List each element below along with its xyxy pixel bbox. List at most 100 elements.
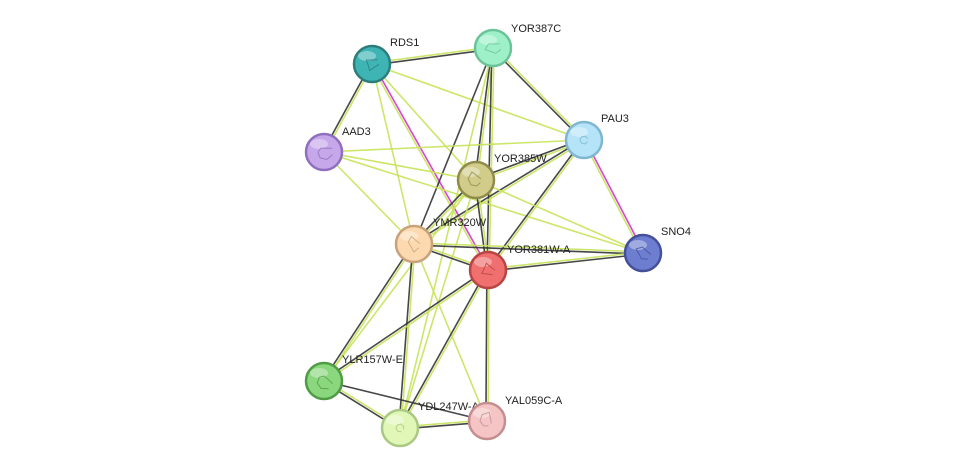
edge-yor387c-yor381w-a[interactable] [486,47,495,271]
edge-textmining-line [324,244,416,383]
edge-experiment-line [372,63,490,270]
node-pau3[interactable]: PAU3 [564,113,629,160]
node-circle [564,120,604,160]
node-yor387c[interactable]: YOR387C [473,23,561,68]
edge-coexpression-line [372,48,494,66]
node-highlight [358,51,376,61]
edge-textmining-line [493,46,586,140]
edge-textmining-line [370,64,488,271]
edge-textmining-line [371,46,493,64]
edge-textmining-line [371,63,415,245]
node-circle [473,28,513,68]
edge-textmining-line [371,63,585,141]
protein-structure-icon [481,262,496,276]
protein-structure-icon [316,375,333,390]
edge-coexpression-line [323,380,488,422]
edge-ymr320w-yal059c-a[interactable] [413,243,488,422]
edge-yor381w-a-yal059c-a[interactable] [485,269,490,422]
edge-experiment-line [584,139,645,253]
protein-structure-icon [365,59,380,72]
edge-rds1-ymr320w[interactable] [371,63,415,245]
edge-textmining-line [487,251,643,270]
edge-coexpression-line [488,253,644,272]
edge-yor385w-sno4[interactable] [475,179,644,254]
node-label: RDS1 [390,37,419,49]
edge-ylr157w-e-yal059c-a[interactable] [323,380,488,422]
edge-yor381w-a-ylr157w-e[interactable] [322,268,490,383]
node-highlight [479,35,497,45]
edge-yor387c-pau3[interactable] [491,46,586,142]
node-highlight [310,139,328,149]
edge-textmining-line [399,47,494,429]
node-highlight [570,127,588,137]
protein-structure-icon [635,246,652,260]
edge-coexpression-line [398,269,488,428]
node-highlight [386,415,404,425]
node-sno4[interactable]: SNO4 [623,226,691,273]
edge-textmining-line [324,270,490,383]
node-rds1[interactable]: RDS1 [352,37,419,84]
node-label: YOR387C [511,23,561,35]
edge-textmining-line [582,140,643,254]
node-circle [394,224,434,264]
node-circle [352,44,392,84]
edge-yor387c-ydl247w-a[interactable] [399,47,494,429]
edge-coexpression-line [322,242,414,381]
edge-pau3-sno4[interactable] [582,139,645,254]
node-label: YMR320W [433,217,487,229]
node-label: YLR157W-E [342,354,403,366]
edge-textmining-line [323,179,477,382]
edge-yor385w-ylr157w-e[interactable] [323,179,477,382]
edge-textmining-line [414,242,644,253]
node-yor381w-a[interactable]: YOR381W-A [468,244,571,290]
edge-rds1-yor387c[interactable] [371,46,494,66]
protein-structure-icon [479,411,492,427]
edge-aad3-ymr320w[interactable] [323,151,415,245]
node-highlight [310,368,328,378]
node-aad3[interactable]: AAD3 [304,126,371,172]
protein-structure-icon [395,423,405,433]
protein-structure-icon [579,135,589,145]
edge-aad3-pau3[interactable] [323,139,585,153]
edge-coexpression-line [491,48,584,142]
edge-coexpression-line [398,243,414,428]
edge-textmining-line [400,244,416,429]
node-circle [623,233,663,273]
node-ylr157w-e[interactable]: YLR157W-E [304,354,403,401]
node-ymr320w[interactable]: YMR320W [394,217,487,264]
edge-ymr320w-ylr157w-e[interactable] [322,242,416,383]
node-label: YDL247W-A [418,401,480,413]
protein-structure-icon [317,147,333,161]
edge-coexpression-line [485,269,488,421]
node-circle [380,408,420,448]
edge-ymr320w-sno4[interactable] [413,242,644,255]
edge-textmining-line [488,48,495,271]
edge-yor381w-a-ydl247w-a[interactable] [398,269,490,429]
edge-aad3-yor385w[interactable] [323,151,477,181]
node-yal059c-a[interactable]: YAL059C-A [467,395,563,441]
node-ydl247w-a[interactable]: YDL247W-A [380,401,480,448]
edge-coexpression-line [474,47,493,180]
edge-ymr320w-ydl247w-a[interactable] [398,243,416,429]
node-label: YAL059C-A [505,395,563,407]
edge-rds1-yor381w-a[interactable] [370,63,490,271]
node-label: PAU3 [601,113,629,125]
node-circle [304,132,344,172]
node-yor385w[interactable]: YOR385W [456,153,547,200]
edge-rds1-yor385w[interactable] [371,63,477,181]
edge-yor381w-a-sno4[interactable] [487,251,644,272]
edge-textmining-line [413,243,488,422]
node-label: SNO4 [661,226,691,238]
node-label: YOR385W [494,153,547,165]
edge-coexpression-line [413,244,643,255]
node-highlight [473,408,491,418]
node-circle [468,250,508,290]
edge-textmining-line [323,151,477,181]
edge-coexpression-line [322,268,488,381]
edge-layer [322,46,645,430]
node-label: YOR381W-A [507,244,571,256]
edge-rds1-pau3[interactable] [371,63,585,141]
node-circle [304,361,344,401]
